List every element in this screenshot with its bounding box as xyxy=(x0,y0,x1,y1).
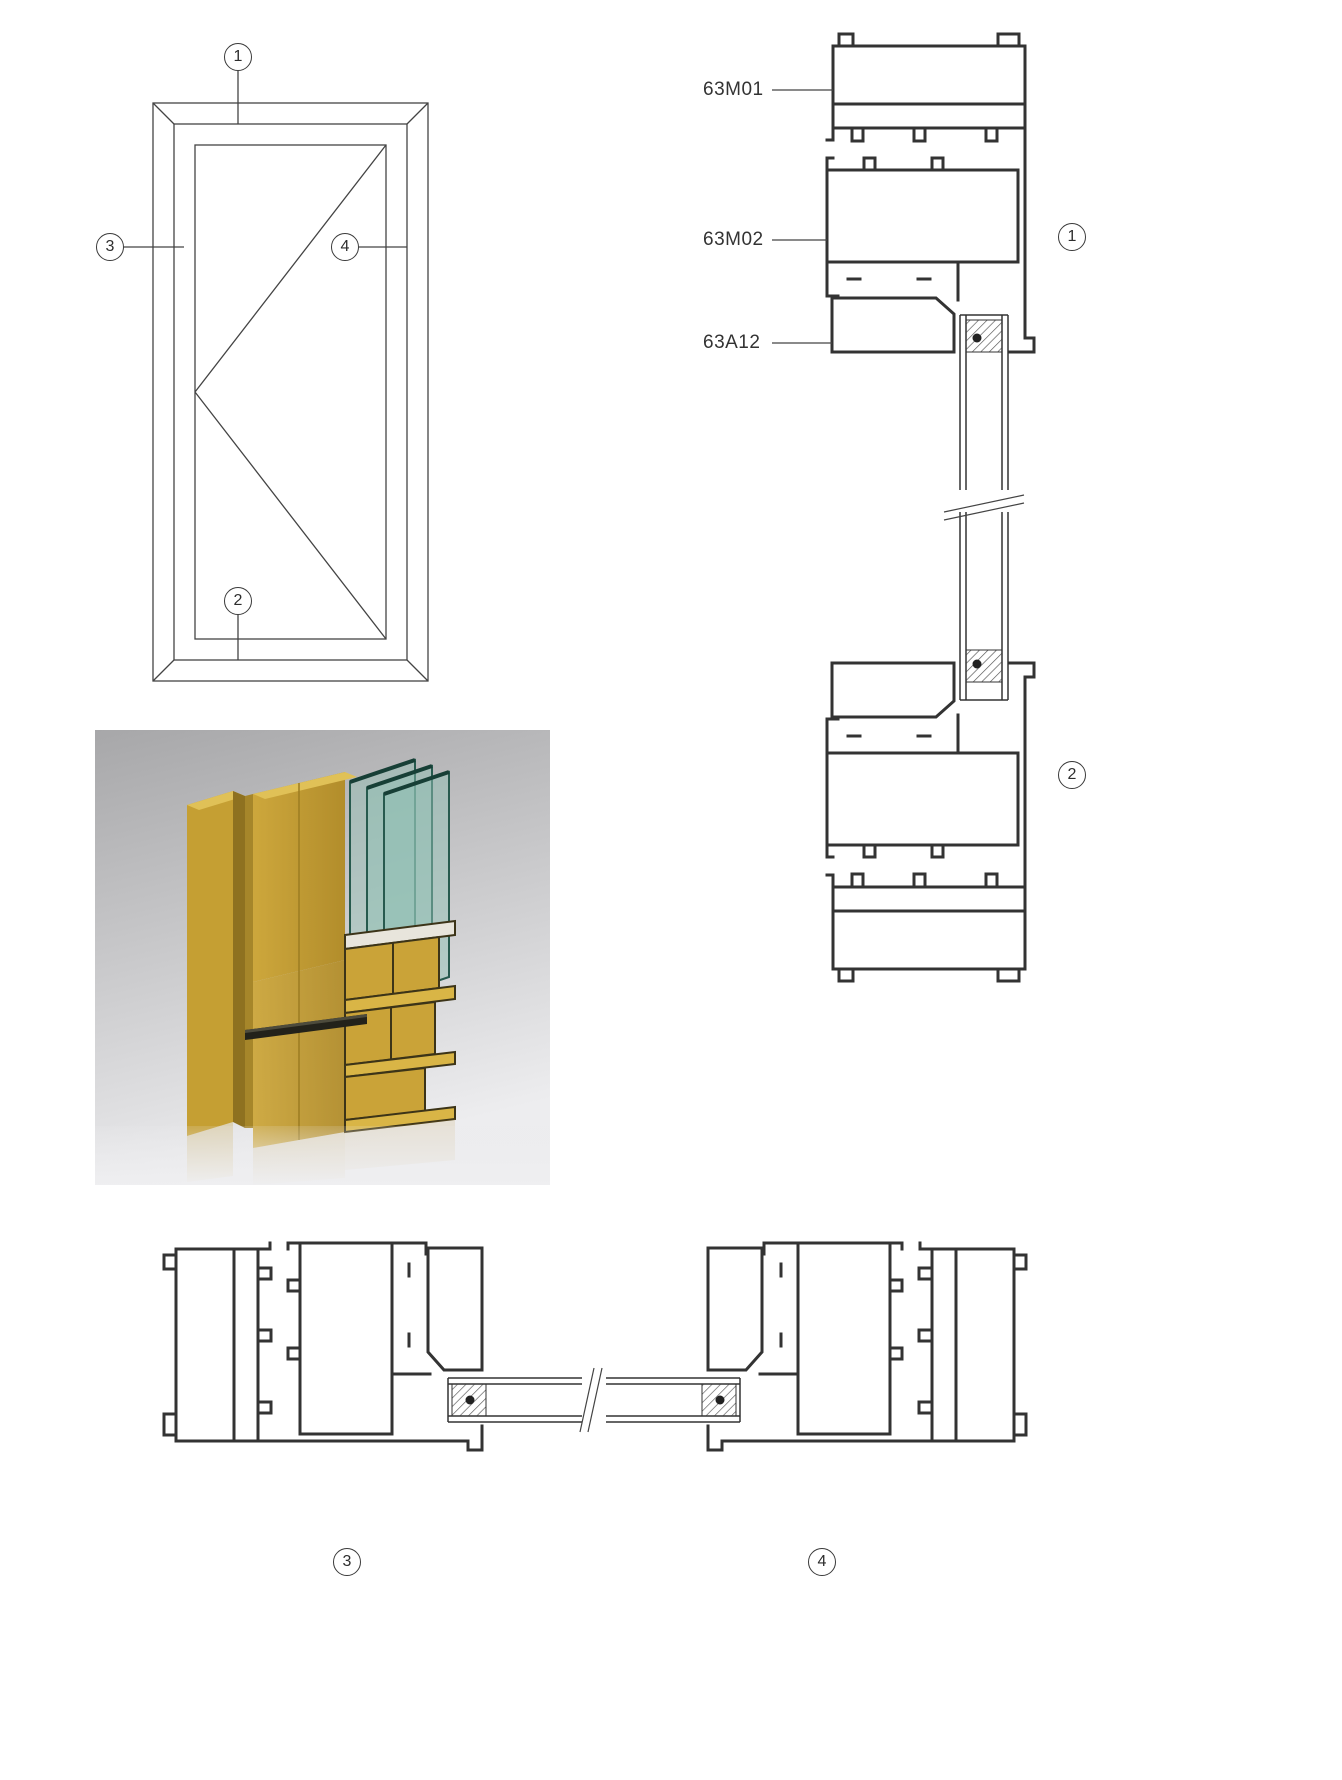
setting-block-left xyxy=(465,1395,475,1405)
opening-direction-lines xyxy=(194,144,387,640)
elevation-inner-frame xyxy=(173,123,408,661)
callout-number: 2 xyxy=(1067,766,1077,783)
profile-label-63m01: 63M01 xyxy=(703,79,764,100)
vertical-glass-break xyxy=(943,490,1025,521)
profile-label-63a12: 63A12 xyxy=(703,332,761,353)
elevation-callout-2: 2 xyxy=(224,587,252,615)
horizontal-glass-unit xyxy=(447,1377,741,1423)
horizontal-glass-break xyxy=(579,1367,606,1433)
elevation-drawing xyxy=(124,71,429,682)
vertical-section-detail-1 xyxy=(825,32,1036,354)
profile-section-chambers xyxy=(344,919,456,1134)
gold-sash-body xyxy=(253,772,357,1148)
elevation-sash xyxy=(194,144,387,640)
callout-number: 1 xyxy=(233,48,243,65)
elevation-callout-3: 3 xyxy=(96,233,124,261)
elevation-outer-frame xyxy=(152,102,429,682)
profile-label-leaders xyxy=(772,89,833,344)
elevation-callout-1: 1 xyxy=(224,43,252,71)
callout-number: 1 xyxy=(1067,228,1077,245)
horizontal-section-detail-4 xyxy=(706,1241,1028,1452)
render-3d-image xyxy=(95,730,550,1185)
section-callout-2: 2 xyxy=(1058,761,1086,789)
glass-spacer-top xyxy=(965,319,1003,353)
setting-block-right xyxy=(715,1395,725,1405)
callout-number: 4 xyxy=(340,238,350,255)
elevation-callout-leaders xyxy=(124,71,407,660)
frame-miter-lines xyxy=(152,102,429,682)
callout-number: 3 xyxy=(105,238,115,255)
horizontal-section-detail-3 xyxy=(162,1241,484,1452)
handle-bar xyxy=(245,1014,367,1040)
setting-block-top xyxy=(972,333,982,343)
vertical-section-detail-2 xyxy=(825,661,1036,983)
section-callout-4: 4 xyxy=(808,1548,836,1576)
gold-frame-slab xyxy=(187,791,253,1136)
callout-number: 2 xyxy=(233,592,243,609)
glass-spacer-bottom xyxy=(965,649,1003,683)
section-callout-3: 3 xyxy=(333,1548,361,1576)
profile-label-63m02: 63M02 xyxy=(703,229,764,250)
vertical-glass-unit xyxy=(959,314,1009,701)
callout-number: 3 xyxy=(342,1553,352,1570)
section-callout-1: 1 xyxy=(1058,223,1086,251)
setting-block-bottom xyxy=(972,659,982,669)
callout-number: 4 xyxy=(817,1553,827,1570)
elevation-callout-4: 4 xyxy=(331,233,359,261)
floor-reflection xyxy=(95,1119,550,1185)
